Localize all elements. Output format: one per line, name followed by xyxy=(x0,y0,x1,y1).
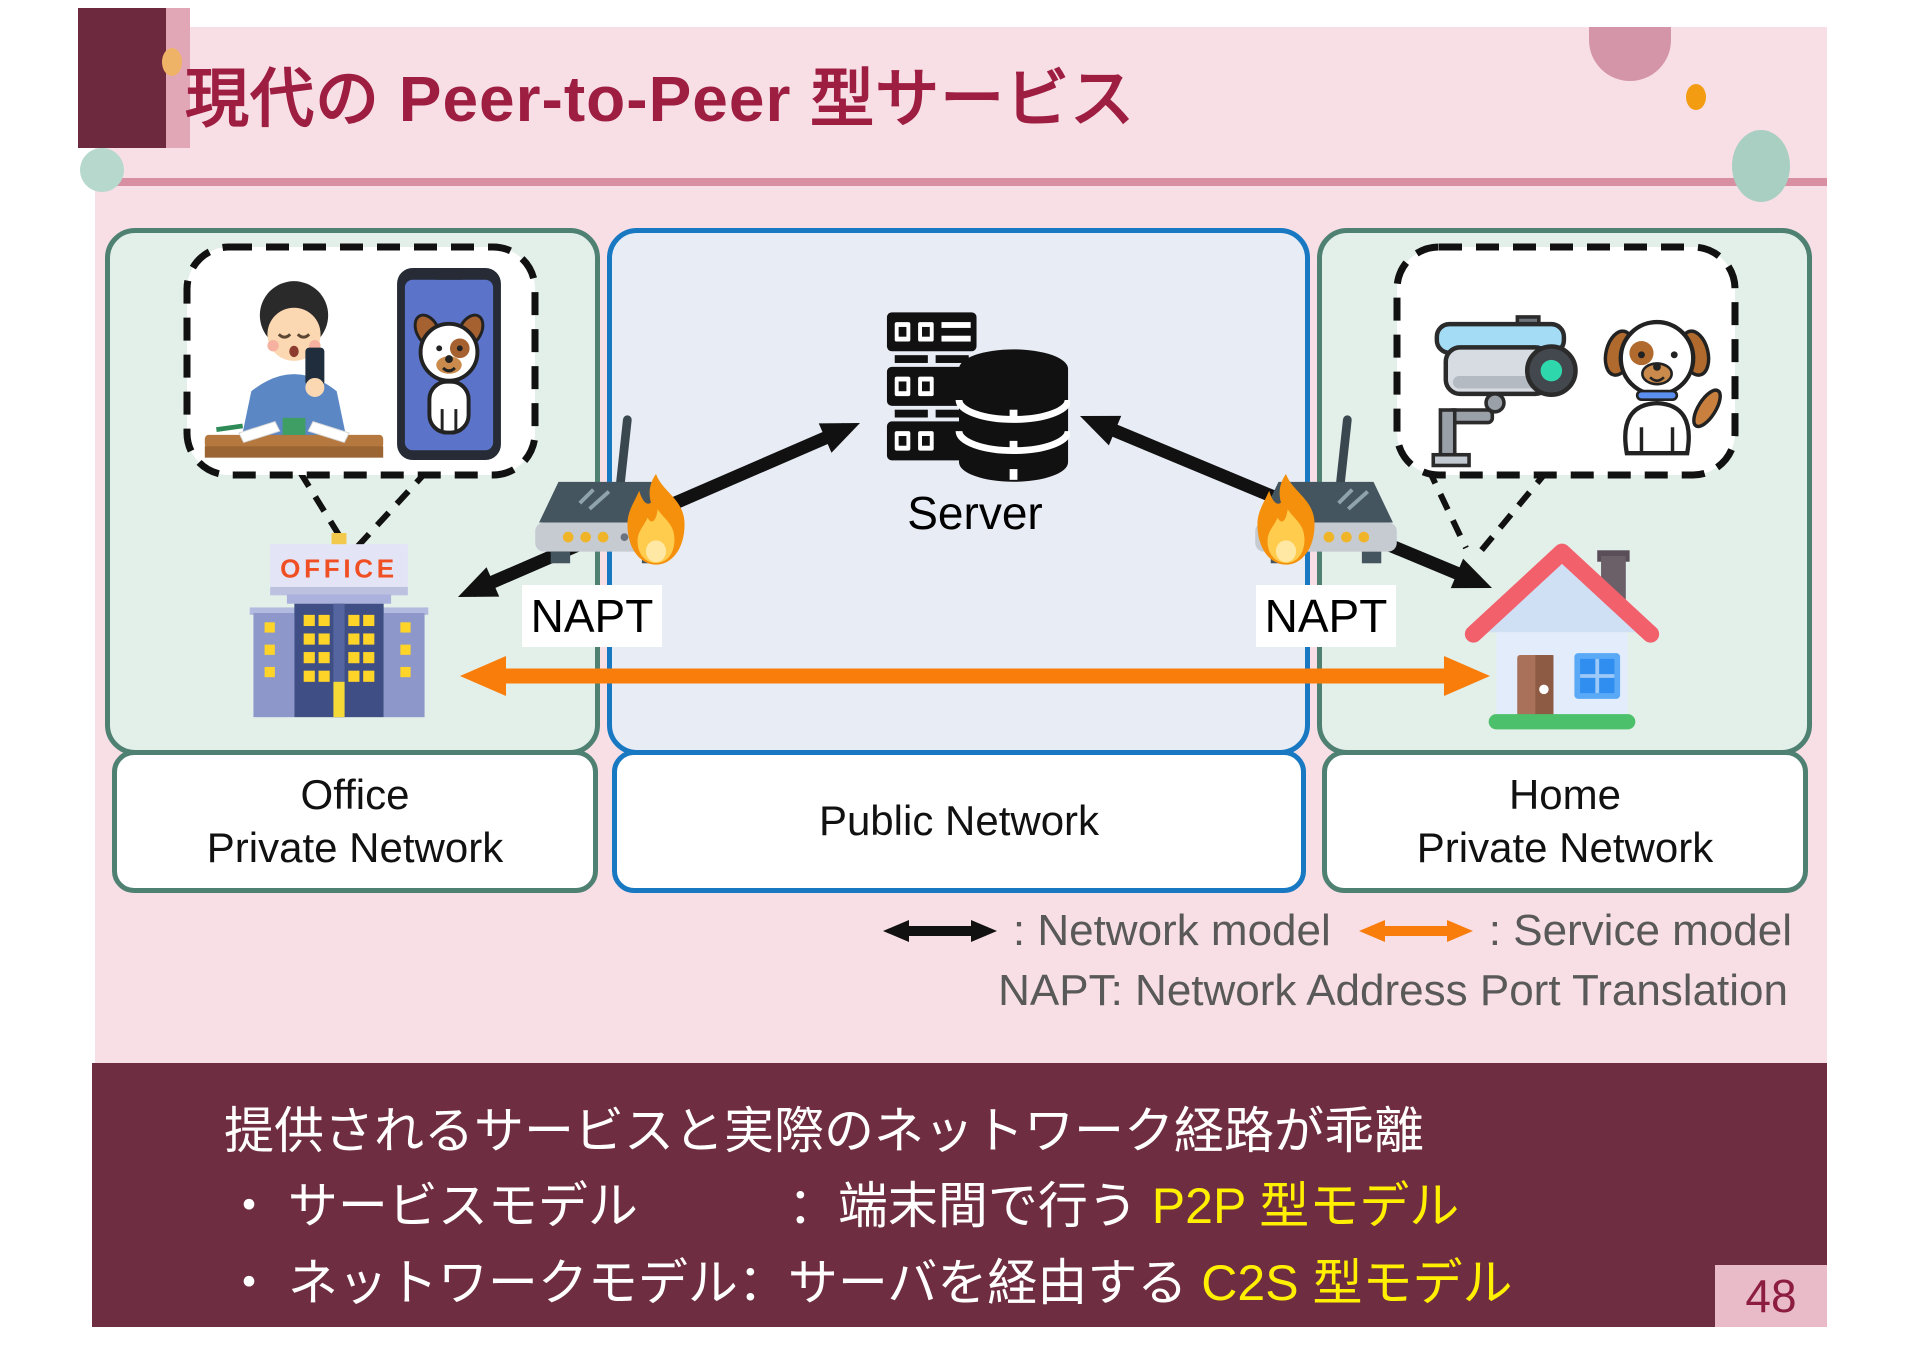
footer-line1: 提供されるサービスと実際のネットワーク経路が乖離 xyxy=(224,1103,1424,1159)
office-network-label: Office Private Network xyxy=(112,750,598,893)
orange-double-arrow-icon xyxy=(1358,920,1473,942)
header-divider xyxy=(95,178,1827,186)
legend-service-model: : Service model xyxy=(1488,906,1792,955)
corner-accent-rect xyxy=(78,8,166,148)
public-network-label: Public Network xyxy=(612,750,1306,893)
office-label-line2: Private Network xyxy=(206,823,504,871)
office-sign-text: OFFICE xyxy=(280,554,398,584)
house-illustration xyxy=(1464,543,1660,730)
napt-label-home: NAPT xyxy=(1256,585,1396,647)
napt-label-office: NAPT xyxy=(522,585,662,647)
security-camera-illustration xyxy=(1431,315,1578,468)
footer-line3-highlight: C2S 型モデル xyxy=(1201,1255,1513,1311)
legend-row-models: : Network model : Service model xyxy=(881,906,1792,956)
decoration-teal-circle xyxy=(80,148,124,192)
fire-icon xyxy=(1257,473,1315,565)
home-label-line1: Home xyxy=(1508,771,1622,818)
footer-panel: 提供されるサービスと実際のネットワーク経路が乖離 ・ サービスモデル ：端末間で… xyxy=(92,1063,1827,1327)
phone-with-dog-illustration xyxy=(397,267,501,461)
service-arrow xyxy=(460,656,1490,696)
footer-line2-highlight: P2P 型モデル xyxy=(1151,1178,1460,1234)
header-band xyxy=(95,27,1827,178)
footer-line2: ・ サービスモデル ：端末間で行う P2P 型モデル xyxy=(224,1166,1459,1238)
decoration-orange-dot-right xyxy=(1686,84,1706,110)
decoration-orange-dot-left xyxy=(162,48,182,76)
home-network-label: Home Private Network xyxy=(1322,750,1808,893)
public-label-text: Public Network xyxy=(818,797,1100,845)
dog-illustration xyxy=(1603,319,1722,456)
page-number: 48 xyxy=(1715,1265,1827,1327)
person-studying-illustration xyxy=(204,281,384,458)
server-illustration xyxy=(886,312,1070,482)
corner-strip xyxy=(166,8,190,148)
legend-napt-definition: NAPT: Network Address Port Translation xyxy=(998,966,1788,1015)
slide-title: 現代の Peer-to-Peer 型サービス xyxy=(185,63,1136,135)
black-double-arrow-icon xyxy=(882,920,997,942)
home-label-line2: Private Network xyxy=(1416,823,1714,871)
footer-line2-prefix: ・ サービスモデル ：端末間で行う xyxy=(224,1178,1152,1234)
office-label-line1: Office xyxy=(300,771,410,818)
bubble-tails xyxy=(297,466,1551,554)
footer-line3-prefix: ・ ネットワークモデル：サーバを経由する xyxy=(224,1255,1202,1311)
legend-row-napt: NAPT: Network Address Port Translation xyxy=(998,966,1788,1016)
decoration-teal-ellipse xyxy=(1732,130,1790,202)
legend-network-model: : Network model xyxy=(1012,906,1331,955)
office-building-illustration: OFFICE xyxy=(249,533,429,718)
footer-line3: ・ ネットワークモデル：サーバを経由する C2S 型モデル xyxy=(224,1243,1512,1315)
fire-icon xyxy=(627,473,685,565)
server-label: Server xyxy=(907,487,1043,539)
